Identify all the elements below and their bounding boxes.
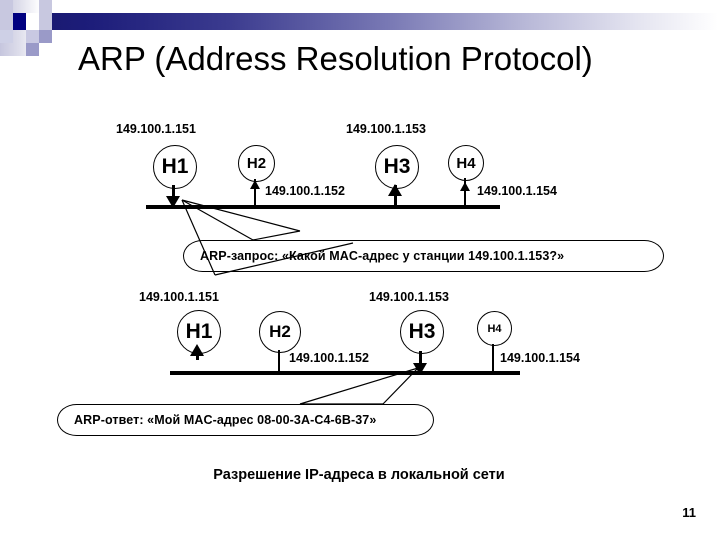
deco-square-4 (26, 13, 39, 30)
link-stem-h4-d2 (492, 344, 494, 372)
host-node-h1-d1[interactable]: H1 (153, 145, 197, 189)
deco-square-9 (26, 43, 39, 56)
host-label: H4 (456, 154, 476, 172)
deco-square-8 (39, 30, 52, 43)
leader-line-d1-c (252, 230, 301, 241)
header-gradient-band (38, 13, 718, 30)
host-label: H1 (185, 320, 213, 343)
arrow-up-h3-d1 (388, 184, 402, 196)
link-stem-h1-d1 (172, 185, 175, 199)
ip-label-h1-d2: 149.100.1.151 (139, 290, 219, 304)
ip-label-h4-d1: 149.100.1.154 (477, 184, 557, 198)
arrow-up-h4-d1 (460, 182, 470, 191)
host-label: H4 (487, 322, 502, 335)
callout-arp-reply[interactable]: ARP-ответ: «Мой MAC-адрес 08-00-3A-C4-6B… (57, 404, 434, 436)
link-stem-h1-d2 (196, 352, 199, 360)
ip-label-h2-d1: 149.100.1.152 (265, 184, 345, 198)
page-number: 11 (682, 505, 696, 520)
host-node-h2-d1[interactable]: H2 (238, 145, 275, 182)
link-stem-h2-d2 (278, 350, 280, 372)
host-node-h4-d2[interactable]: H4 (477, 311, 512, 346)
callout-text: ARP-ответ: «Мой MAC-адрес 08-00-3A-C4-6B… (74, 413, 377, 427)
deco-square-3 (0, 13, 13, 30)
link-stem-h2-d1 (254, 179, 256, 206)
host-node-h3-d1[interactable]: H3 (375, 145, 419, 189)
host-label: H3 (383, 155, 411, 178)
host-node-h2-d2[interactable]: H2 (259, 311, 301, 353)
arrow-up-h1-d2 (190, 344, 204, 356)
deco-square-5 (39, 13, 52, 30)
ip-label-h3-d2: 149.100.1.153 (369, 290, 449, 304)
ip-label-h2-d2: 149.100.1.152 (289, 351, 369, 365)
host-node-h3-d2[interactable]: H3 (400, 310, 444, 354)
callout-text: ARP-запрос: «Какой MAC-адрес у станции 1… (200, 249, 565, 263)
deco-square-7 (26, 30, 39, 43)
ip-label-h4-d2: 149.100.1.154 (500, 351, 580, 365)
slide-caption: Разрешение IP-адреса в локальной сети (213, 467, 505, 483)
ip-label-h3-d1: 149.100.1.153 (346, 122, 426, 136)
bus-line-d2 (170, 371, 520, 375)
host-label: H1 (161, 155, 189, 178)
bus-line-d1 (146, 205, 500, 209)
deco-square-1 (0, 0, 13, 13)
header-square-motif (0, 0, 60, 60)
page-title: ARP (Address Resolution Protocol) (78, 40, 593, 77)
deco-square-navy (13, 13, 26, 30)
deco-square-2 (39, 0, 52, 13)
deco-square-6 (0, 30, 13, 43)
ip-label-h1-d1: 149.100.1.151 (116, 122, 196, 136)
host-label: H2 (269, 322, 291, 341)
arrow-up-h2-d1 (250, 180, 260, 189)
link-stem-h4-d1 (464, 178, 466, 205)
host-label: H2 (246, 155, 267, 172)
callout-arp-request[interactable]: ARP-запрос: «Какой MAC-адрес у станции 1… (183, 240, 664, 272)
host-label: H3 (408, 320, 436, 343)
host-node-h4-d1[interactable]: H4 (448, 145, 484, 181)
link-stem-h3-d2 (419, 351, 422, 365)
